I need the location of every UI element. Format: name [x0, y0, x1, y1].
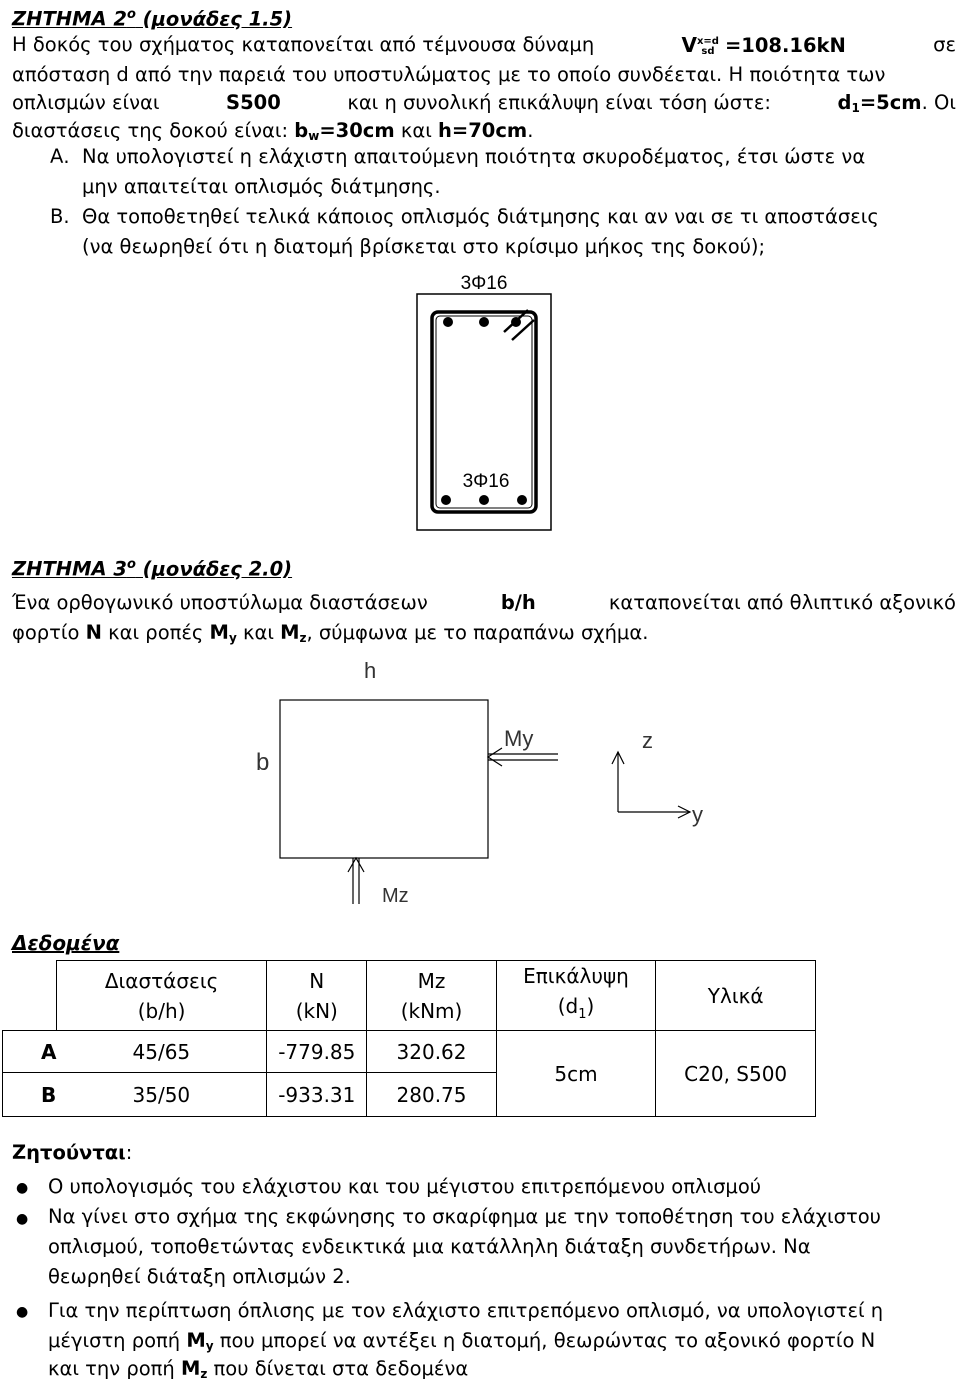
cell-n: -933.31	[266, 1072, 368, 1117]
q3-line-2: φορτίο Ν και ροπές Μy και Μz, σύμφωνα με…	[12, 621, 649, 645]
beam-outline	[416, 293, 552, 531]
table-row: B 35/50 -933.31 280.75	[2, 1072, 816, 1117]
label-b: b	[256, 749, 269, 776]
bullet-2-text: Να γίνει στο σχήμα της εκφώνησης το σκαρ…	[48, 1205, 881, 1228]
top-rebar-label: 3Φ16	[461, 273, 508, 294]
q2-item-a-text: Να υπολογιστεί η ελάχιστη απαιτούμενη πο…	[82, 145, 866, 168]
rebar-top-2	[479, 317, 489, 327]
rebar-bottom-2	[479, 495, 489, 505]
header-mz: Mz(kNm)	[366, 960, 497, 1031]
cell-cover: 5cm	[495, 1030, 657, 1117]
q2-item-b-text-2: (να θεωρηθεί ότι η διατομή βρίσκεται στο…	[82, 235, 766, 258]
header-dims: Διαστάσεις(b/h)	[55, 960, 268, 1031]
q2-item-a-text-2: μην απαιτείται οπλισμός διάτμησης.	[82, 175, 441, 198]
cell-dims: 35/50	[56, 1072, 268, 1117]
q2-line-1: Η δοκός του σχήματος καταπονείται από τέ…	[12, 33, 956, 57]
q3-heading: ΖΗΤΗΜΑ 3ο (μονάδες 2.0)	[12, 557, 293, 581]
header-n: Ν(kN)	[266, 960, 368, 1031]
bottom-rebar-label: 3Φ16	[463, 471, 510, 492]
header-materials: Υλικά	[655, 960, 816, 1031]
bullet-3-text: Για την περίπτωση όπλισης με τον ελάχιστ…	[48, 1299, 884, 1322]
stirrup-hook-2	[511, 319, 535, 341]
cell-n: -779.85	[266, 1030, 368, 1073]
column-section-figure: h b My Mz z y	[256, 658, 703, 907]
rebar-top-1	[443, 317, 453, 327]
bullet-icon: ●	[16, 1180, 29, 1196]
bullet-icon: ●	[16, 1304, 29, 1320]
bullet-1-text: Ο υπολογισμός του ελάχιστου και του μέγι…	[48, 1175, 762, 1198]
data-heading: Δεδομένα	[12, 931, 120, 955]
required-heading: Ζητούνται:	[12, 1141, 133, 1164]
table-header-row: Διαστάσεις(b/h) Ν(kN) Mz(kNm) Επικάλυψη(…	[2, 960, 816, 1031]
bullet-3-text-2: μέγιστη ροπή Μy που μπορεί να αντέξει η …	[48, 1329, 876, 1353]
q2-item-a-label: Α.	[50, 145, 70, 168]
q2-heading: ΖΗΤΗΜΑ 2ο (μονάδες 1.5)	[12, 7, 293, 31]
label-mz: Mz	[382, 885, 409, 907]
data-table: Διαστάσεις(b/h) Ν(kN) Mz(kNm) Επικάλυψη(…	[2, 960, 816, 1117]
q2-line-3: οπλισμών είναι S500 και η συνολική επικά…	[12, 91, 956, 115]
cell-mz: 320.62	[366, 1030, 497, 1073]
q2-item-b-label: Β.	[50, 205, 70, 228]
stirrup-inner	[435, 315, 533, 509]
q2-line-4: διαστάσεις της δοκού είναι: bw=30cm και …	[12, 119, 534, 143]
rebar-bottom-1	[441, 495, 451, 505]
cell-mz: 280.75	[366, 1072, 497, 1117]
bullet-2-text-2: οπλισμού, τοποθετώντας ενδεικτικά μια κα…	[48, 1235, 811, 1258]
bullet-3-text-3: και την ροπή Μz που δίνεται στα δεδομένα	[48, 1357, 469, 1381]
row-label: B	[2, 1072, 57, 1117]
stirrup	[430, 310, 538, 514]
label-my: My	[504, 726, 533, 751]
label-y: y	[692, 802, 703, 827]
q2-item-b-text: Θα τοποθετηθεί τελικά κάποιος οπλισμός δ…	[82, 205, 879, 228]
row-label: A	[2, 1030, 57, 1073]
beam-section-figure: 3Φ16 3Φ16	[416, 273, 552, 531]
cell-dims: 45/65	[56, 1030, 268, 1073]
header-cover: Επικάλυψη(d1)	[495, 960, 657, 1031]
label-h: h	[364, 658, 376, 683]
rebar-bottom-3	[517, 495, 527, 505]
q2-line-2: απόσταση d από την παρειά του υποστυλώμα…	[12, 63, 886, 86]
rebar-top-3	[511, 317, 521, 327]
label-z: z	[642, 728, 653, 753]
cell-materials: C20, S500	[655, 1030, 816, 1117]
q3-line-1: Ένα ορθογωνικό υποστύλωμα διαστάσεων b/h…	[12, 591, 956, 614]
bullet-icon: ●	[16, 1211, 29, 1227]
table-row: A 45/65 -779.85 320.62 5cm C20, S500	[2, 1030, 816, 1117]
column-outline	[279, 699, 489, 859]
bullet-2-text-3: θεωρηθεί διάταξη οπλισμών 2.	[48, 1265, 351, 1288]
